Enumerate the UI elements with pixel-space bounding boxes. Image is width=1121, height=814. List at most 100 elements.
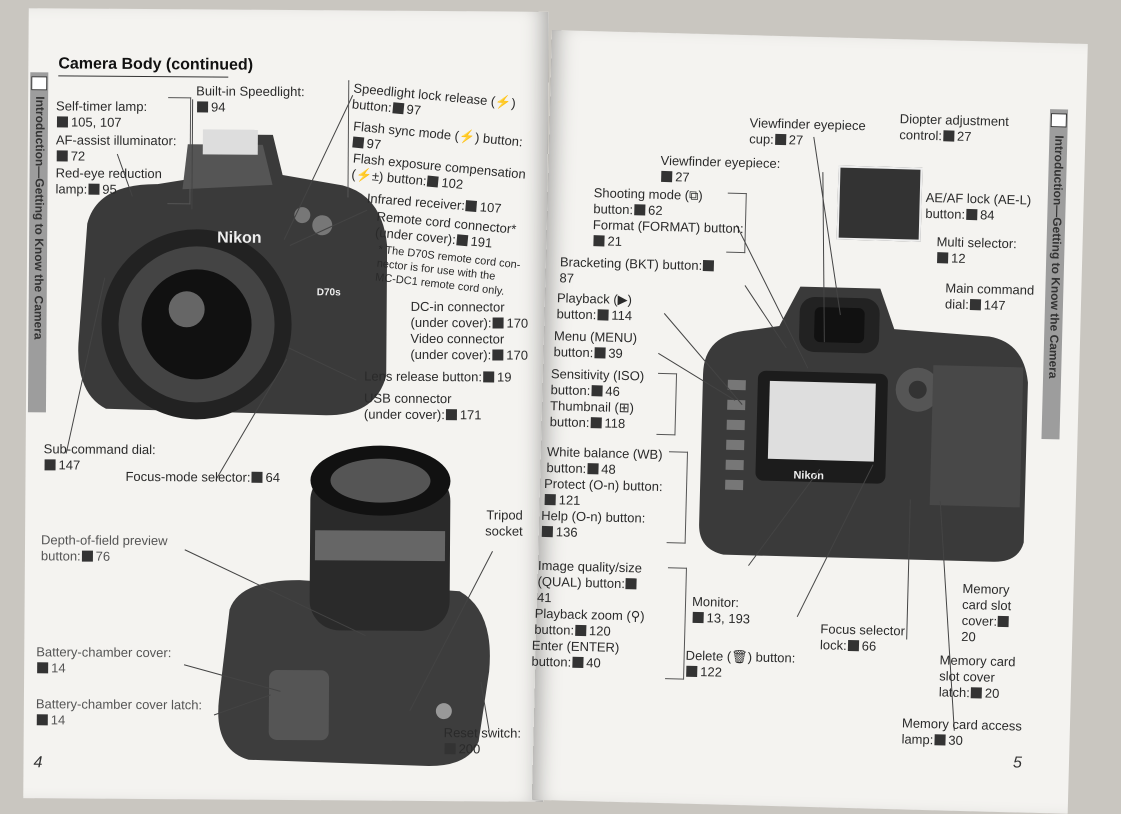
page-ref-icon [593, 235, 605, 247]
page-ref-icon [942, 130, 955, 142]
bracketing-label: Bracketing (BKT) button:87 [559, 254, 717, 290]
iso-label: Sensitivity (ISO)button:46 [550, 366, 645, 399]
reset-label: Reset switch:200 [443, 725, 522, 757]
label-bracket [666, 451, 689, 544]
ae-af-lock-label: AE/AF lock (AE-L)button:84 [925, 189, 1032, 223]
page-ref-icon [456, 234, 469, 247]
battery-latch-label: Battery-chamber cover latch:14 [35, 696, 203, 728]
leader [822, 172, 825, 343]
camera-bottom-illustration [218, 445, 490, 767]
svg-text:D70s: D70s [317, 287, 341, 298]
page-ref-icon [36, 714, 48, 726]
page-ref-icon [847, 639, 859, 652]
page-ref-icon [444, 743, 456, 755]
page-ref-icon [633, 204, 646, 216]
page-ref-icon [572, 656, 584, 669]
page-ref-icon [482, 371, 495, 383]
enter-label: Enter (ENTER)button:40 [531, 637, 620, 671]
delete-label: Delete (🗑) button:122 [685, 647, 796, 680]
page-ref-icon [197, 101, 209, 113]
dc-in-label: DC-in connector(under cover):170 [410, 298, 529, 331]
side-tab-text: Introduction—Getting to Know the Camera [31, 96, 48, 340]
page-ref-icon [44, 459, 56, 471]
menu-label: Menu (MENU)button:39 [553, 328, 638, 361]
page-ref-icon [251, 471, 263, 483]
focus-mode-label: Focus-mode selector:64 [125, 468, 281, 485]
side-tab-icon [31, 76, 48, 91]
camera-front-illustration: Nikon D70s [78, 129, 388, 420]
side-tab-icon [1050, 113, 1067, 128]
page-ref-icon [965, 208, 978, 221]
page-ref-icon [56, 150, 68, 162]
shooting-mode-label: Shooting mode (⧉)button:62 [593, 185, 703, 218]
self-timer-label: Self-timer lamp:105, 107 [56, 98, 148, 130]
page-header: Camera Body (continued) [58, 55, 254, 74]
camera-back-illustration: Nikon [699, 286, 1028, 562]
page-ref-icon [934, 734, 946, 746]
page-ref-icon [574, 624, 587, 637]
page-ref-icon [686, 665, 698, 678]
svg-text:Nikon: Nikon [217, 230, 262, 247]
page-ref-icon [88, 183, 100, 195]
page-ref-icon [81, 550, 93, 562]
header-rule [58, 75, 229, 78]
lens-release-label: Lens release button:19 [364, 368, 512, 385]
page-ref-icon [445, 409, 457, 421]
page-ref-icon [392, 102, 405, 115]
page-ref-icon [594, 347, 606, 359]
page-ref-icon [774, 133, 786, 146]
usb-label: USB connector(under cover):171 [363, 390, 482, 423]
multi-selector-label: Multi selector:12 [936, 234, 1017, 266]
page-ref-icon [625, 578, 638, 590]
page-ref-icon [997, 615, 1010, 628]
playback-label: Playback (▶)button:114 [556, 290, 633, 324]
page-ref-icon [56, 116, 69, 128]
quality-label: Image quality/size(QUAL) button:41 [536, 557, 643, 606]
page-ref-icon [427, 175, 440, 188]
page-ref-icon [37, 662, 49, 674]
page-ref-icon [590, 417, 602, 429]
label-bracket [665, 567, 687, 680]
page-number: 5 [1012, 754, 1023, 772]
vf-eyepiece-label: Viewfinder eyepiece:27 [660, 152, 781, 185]
right-page: Introduction—Getting to Know the Camera … [531, 30, 1088, 814]
page-ref-icon [692, 611, 704, 624]
svg-text:Nikon: Nikon [793, 469, 824, 482]
help-label: Help (O-n) button:136 [541, 507, 646, 540]
diopter-inset [836, 165, 923, 242]
page-ref-icon [591, 385, 603, 397]
page-ref-icon [937, 252, 949, 264]
page-ref-icon [587, 463, 599, 475]
page-ref-icon [597, 309, 609, 321]
protect-label: Protect (O-n) button:121 [543, 475, 663, 508]
page-ref-icon [544, 493, 556, 506]
page-ref-icon [541, 525, 554, 538]
white-balance-label: White balance (WB)button:48 [546, 444, 663, 477]
page-ref-icon [352, 136, 365, 149]
page-ref-icon [465, 200, 478, 212]
page-ref-icon [703, 260, 715, 272]
label-bracket [656, 372, 678, 436]
monitor-label: Monitor:13, 193 [691, 593, 751, 627]
af-assist-label: AF-assist illuminator:72 [55, 132, 177, 164]
video-label: Video connector(under cover):170 [410, 330, 529, 363]
page-ref-icon [969, 299, 981, 311]
page-number: 4 [33, 754, 43, 772]
format-label: Format (FORMAT) button:21 [592, 217, 744, 249]
battery-cover-label: Battery-chamber cover:14 [36, 644, 172, 676]
page-ref-icon [661, 170, 673, 183]
playback-zoom-label: Playback zoom (⚲)button:120 [534, 605, 645, 639]
page-ref-icon [970, 687, 983, 699]
speedlight-label: Built-in Speedlight:94 [196, 83, 305, 115]
page-ref-icon [492, 317, 504, 329]
